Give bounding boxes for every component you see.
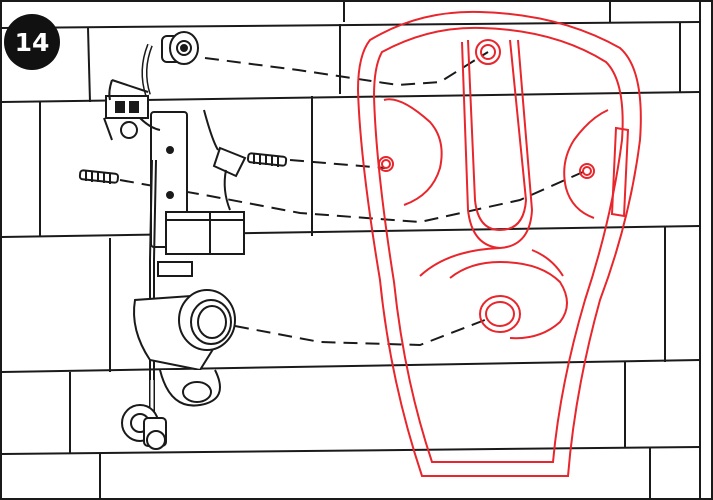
screw-right bbox=[246, 152, 288, 167]
alignment-lines bbox=[119, 51, 584, 347]
tile-wall bbox=[1, 2, 701, 499]
screw-left bbox=[78, 169, 120, 184]
step-number-badge: 14 bbox=[4, 14, 60, 70]
step-number-label: 14 bbox=[14, 27, 50, 57]
connector-plug bbox=[212, 146, 247, 178]
solenoid-box bbox=[165, 211, 245, 255]
wall-screws bbox=[78, 152, 288, 184]
pipe-clamp bbox=[157, 261, 193, 277]
control-valve bbox=[105, 95, 149, 119]
urinal-back-outline bbox=[356, 10, 642, 477]
flush-valve-assembly bbox=[103, 31, 247, 450]
